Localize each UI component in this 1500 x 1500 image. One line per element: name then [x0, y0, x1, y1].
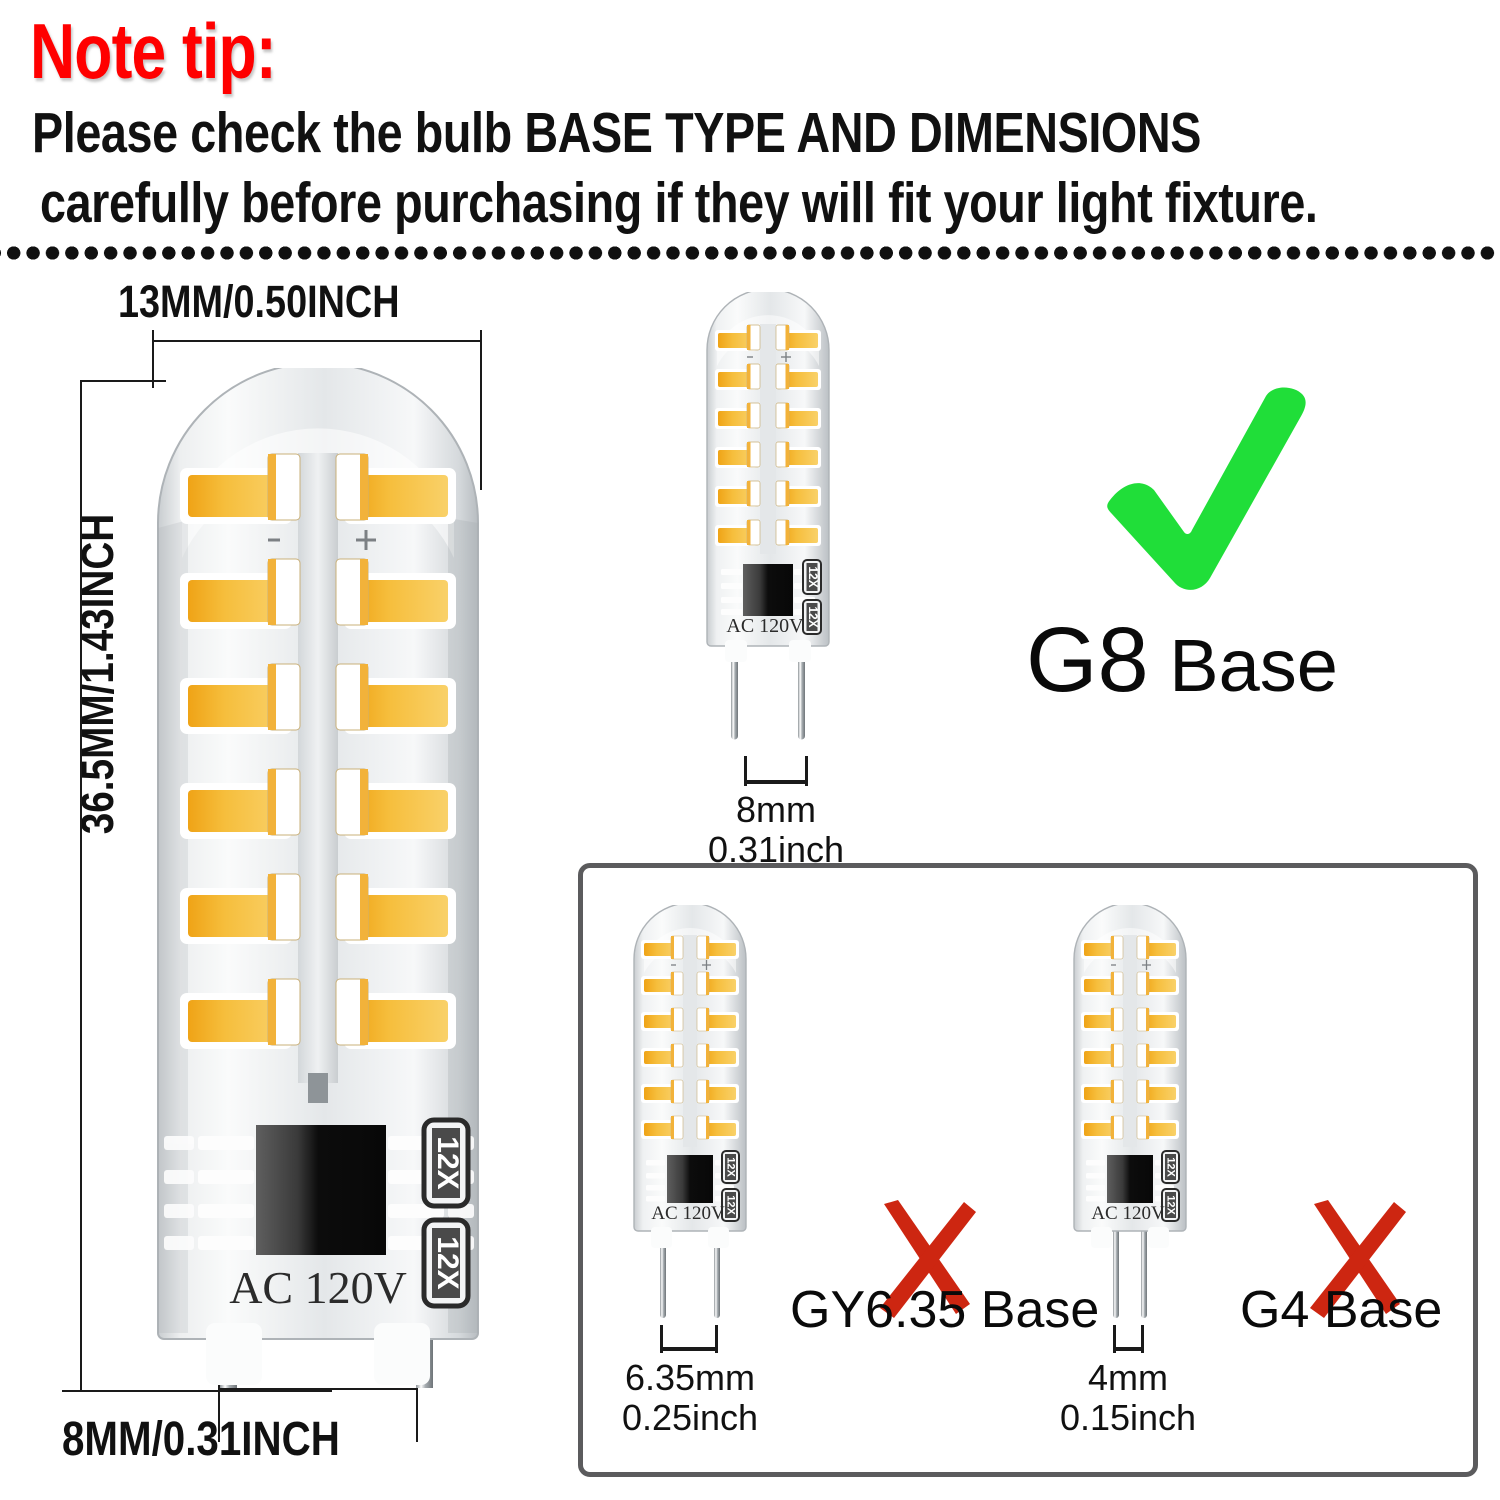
height-tick-top [80, 380, 166, 382]
note-tip-line-2: carefully before purchasing if they will… [40, 171, 1318, 235]
badge-12x-group: 12X 12X [802, 559, 822, 635]
note-tip-title: Note tip: [30, 7, 277, 95]
g4-pin-spacing-inch: 0.15inch [1059, 1397, 1197, 1439]
svg-text:12X: 12X [1165, 1157, 1177, 1177]
badge-12x-group: 12X 12X [721, 1150, 740, 1222]
gy635-pin-spacing-mm: 6.35mm [624, 1357, 756, 1398]
badge-12x-group: 12X 12X [421, 1117, 471, 1309]
g8-bulb-illustration: 12X 12X AC 120V [703, 288, 833, 752]
gy635-pin-spacing-inch: 0.25inch [621, 1397, 759, 1439]
gy635-pin-dimension-line [660, 1347, 718, 1351]
badge-12x-upper: 12X [802, 559, 822, 595]
led-chips [641, 935, 739, 1140]
g4-pin-tick-right [1141, 1325, 1144, 1353]
driver-ic [164, 1125, 474, 1255]
voltage-text: AC 120V [651, 1203, 725, 1224]
g8-pin-tick-left [744, 756, 747, 786]
badge-12x-lower: 12X [802, 599, 822, 635]
width-tick-left [152, 330, 154, 388]
bulb-pins [731, 640, 805, 740]
svg-text:12X: 12X [806, 606, 820, 627]
g8-pin-spacing-mm: 8mm [736, 789, 816, 830]
gy635-bulb-illustration: 12X 12X AC 120V [630, 902, 750, 1325]
g4-pin-dimension-line [1113, 1347, 1143, 1351]
g8-pin-dimension-line [744, 780, 808, 784]
width-dimension-line [152, 340, 482, 342]
voltage-text: AC 120V [726, 615, 804, 637]
check-icon [1098, 382, 1328, 602]
badge-12x-upper: 12X [421, 1117, 471, 1209]
g4-base-label: G4 Base [1240, 1281, 1443, 1339]
pin-dimension-line [218, 1388, 418, 1390]
badge-12x-upper: 12X [721, 1150, 740, 1184]
badge-12x-lower: 12X [421, 1217, 471, 1309]
g4-pin-tick-left [1113, 1325, 1116, 1353]
polarity-marks [1111, 960, 1151, 970]
led-chips [1081, 935, 1179, 1140]
polarity-marks [671, 960, 711, 970]
badge-12x-lower: 12X [1161, 1188, 1180, 1222]
height-dimension-line [80, 380, 82, 1392]
g8-base-label: G8 Base [1026, 608, 1338, 713]
led-chips [180, 453, 456, 1049]
badge-12x-lower: 12X [721, 1188, 740, 1222]
badge-12x-group: 12X 12X [1161, 1150, 1180, 1222]
gy635-pin-tick-left [660, 1325, 663, 1353]
voltage-text: AC 120V [1091, 1203, 1165, 1224]
main-bulb-width-label: 13MM/0.50INCH [118, 276, 400, 327]
bulb-pins [1113, 1225, 1147, 1318]
polarity-marks [747, 352, 791, 362]
svg-text:12X: 12X [431, 1236, 464, 1289]
svg-text:12X: 12X [725, 1195, 737, 1215]
pin-tick-left [218, 1380, 220, 1442]
svg-text:12X: 12X [431, 1136, 464, 1189]
svg-text:12X: 12X [725, 1157, 737, 1177]
gy635-pin-spacing-label: 6.35mm 0.25inch [590, 1357, 790, 1439]
main-bulb-illustration: 12X 12X AC 120V [148, 362, 488, 1500]
bulb-pins [660, 1225, 720, 1318]
height-tick-bottom [62, 1390, 332, 1392]
note-tip-line-1: Please check the bulb BASE TYPE AND DIME… [32, 101, 1201, 165]
g4-pin-spacing-label: 4mm 0.15inch [1028, 1357, 1228, 1439]
width-tick-right [480, 330, 482, 490]
g4-pin-spacing-mm: 4mm [1088, 1357, 1168, 1398]
led-chips [715, 324, 821, 546]
g8-pin-tick-right [805, 756, 808, 786]
gy635-pin-tick-right [715, 1325, 718, 1353]
g4-bulb-illustration: 12X 12X AC 120V [1070, 902, 1190, 1325]
badge-12x-upper: 12X [1161, 1150, 1180, 1184]
polarity-marks [268, 530, 376, 550]
gy635-base-label: GY6.35 Base [790, 1281, 1100, 1339]
g8-base-suffix: Base [1169, 624, 1338, 707]
main-bulb-pin-spacing-label: 8MM/0.31INCH [62, 1413, 340, 1466]
voltage-text: AC 120V [229, 1262, 407, 1313]
svg-text:12X: 12X [806, 566, 820, 587]
svg-text:12X: 12X [1165, 1195, 1177, 1215]
g8-base-suffix-space [1149, 624, 1170, 707]
pin-tick-right [416, 1380, 418, 1442]
g8-base-prefix: G8 [1026, 609, 1149, 711]
dotted-divider [0, 246, 1500, 260]
g8-pin-spacing-label: 8mm 0.31inch [676, 789, 876, 871]
